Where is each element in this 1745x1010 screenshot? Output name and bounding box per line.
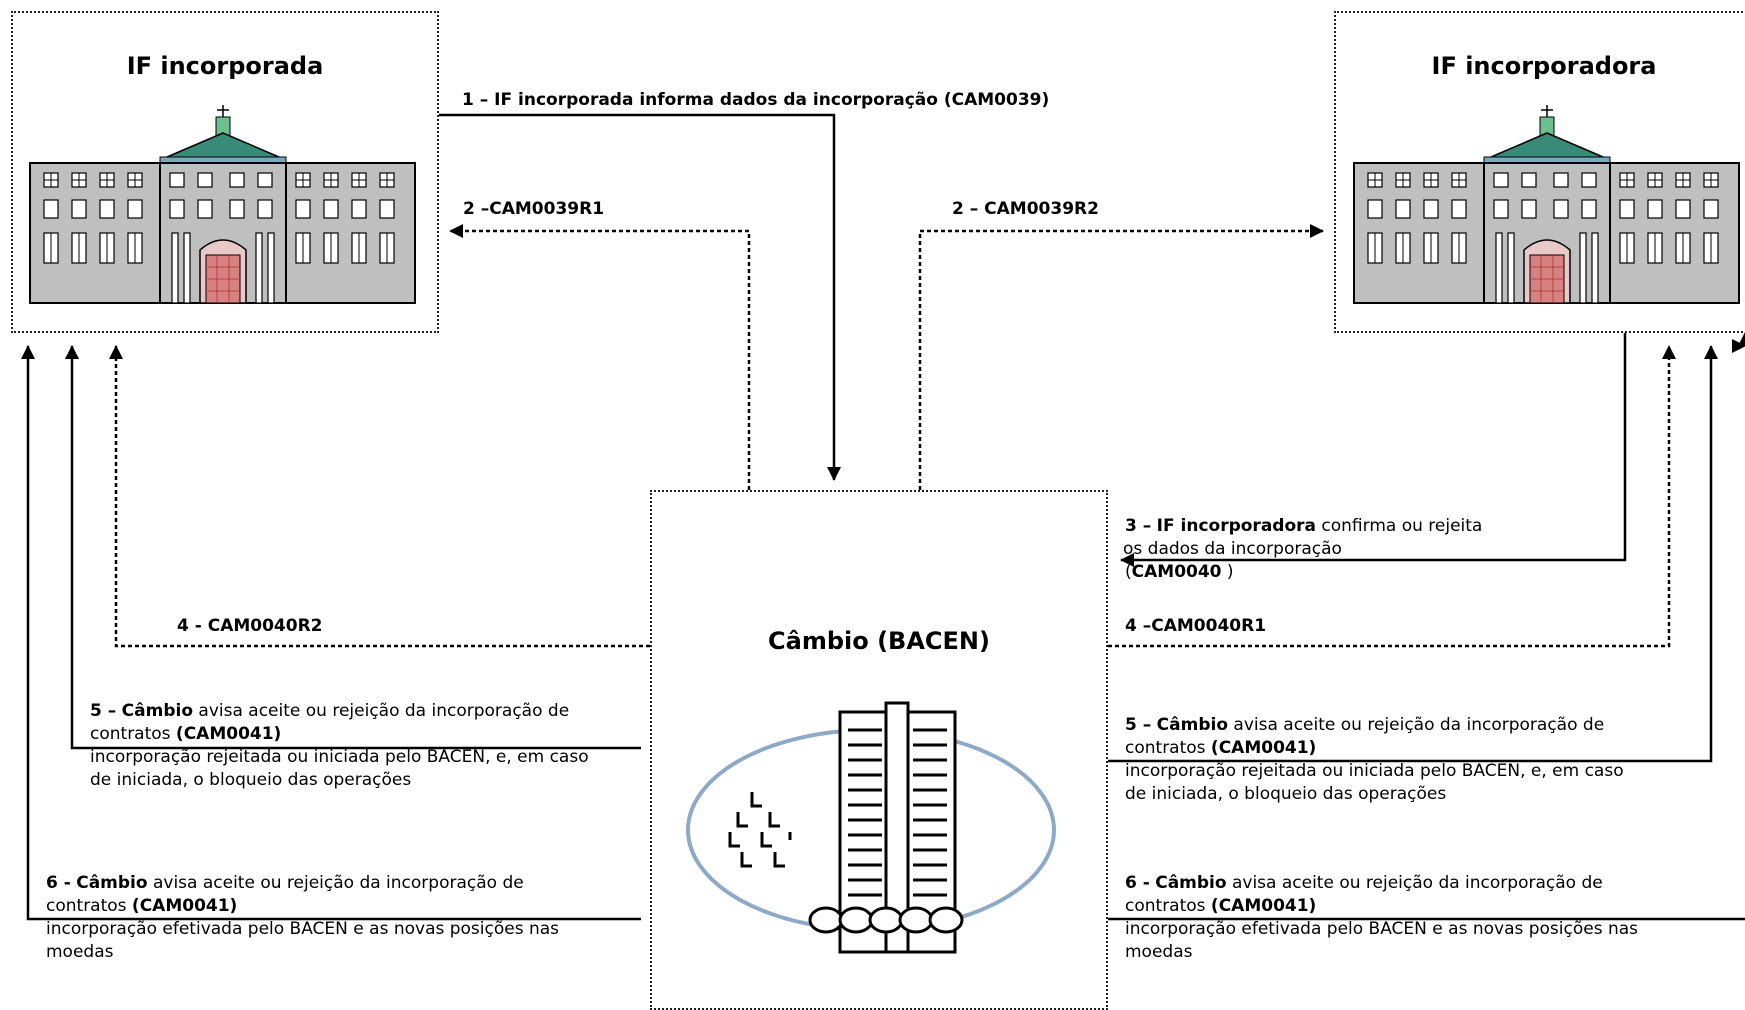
label-message-1: 1 – IF incorporada informa dados da inco… (462, 90, 1050, 110)
node-if-incorporadora (1334, 11, 1745, 333)
message-3-line2: os dados da incorporação (1123, 539, 1342, 559)
message-5-right-actor: Câmbio (1156, 715, 1228, 735)
message-5-right-line4: de iniciada, o bloqueio das operações (1125, 784, 1447, 804)
message-6-right-line2: contratos (1125, 896, 1211, 916)
node-if-incorporada (11, 11, 439, 333)
label-message-6-right: 6 - Câmbio avisa aceite ou rejeição da i… (1125, 872, 1638, 964)
message-5-right-line2: contratos (1125, 738, 1211, 758)
message-3-code-close: ) (1221, 562, 1234, 582)
message-6-right-actor: Câmbio (1155, 873, 1227, 893)
bank-building-icon (1353, 104, 1740, 304)
message-3-code-open: ( (1125, 562, 1132, 582)
message-5-left-code: (CAM0041) (175, 724, 282, 744)
message-6-left-line4: moedas (46, 942, 114, 962)
message-5-left-line1: avisa aceite ou rejeição da incorporação… (193, 701, 570, 721)
label-message-2-r1: 2 –CAM0039R1 (463, 199, 605, 219)
message-5-left-line4: de iniciada, o bloqueio das operações (90, 770, 412, 790)
title-cambio-bacen: Câmbio (BACEN) (768, 627, 990, 655)
message-5-right-num: 5 – (1125, 715, 1152, 735)
label-message-4-r2: 4 - CAM0040R2 (177, 616, 323, 636)
bank-building-icon (29, 105, 416, 304)
message-6-right-code: (CAM0041) (1210, 896, 1317, 916)
title-if-incorporada: IF incorporada (126, 52, 324, 80)
message-6-right-line1: avisa aceite ou rejeição da incorporação… (1226, 873, 1603, 893)
message-6-right-num: 6 - (1125, 873, 1150, 893)
message-5-right-code: (CAM0041) (1210, 738, 1317, 758)
message-6-left-code: (CAM0041) (131, 896, 238, 916)
message-5-right-line3: incorporação rejeitada ou iniciada pelo … (1125, 761, 1624, 781)
title-if-incorporadora: IF incorporadora (1431, 52, 1657, 80)
message-6-right-line3: incorporação efetivada pelo BACEN e as n… (1125, 919, 1639, 939)
label-message-2-r2: 2 – CAM0039R2 (952, 199, 1099, 219)
label-message-6-left: 6 - Câmbio avisa aceite ou rejeição da i… (46, 872, 559, 964)
message-6-left-line1: avisa aceite ou rejeição da incorporação… (147, 873, 524, 893)
label-message-5-left: 5 – Câmbio avisa aceite ou rejeição da i… (90, 700, 589, 792)
message-5-left-num: 5 – (90, 701, 117, 721)
message-6-left-num: 6 - (46, 873, 71, 893)
message-6-left-line3: incorporação efetivada pelo BACEN e as n… (46, 919, 560, 939)
message-5-right-line1: avisa aceite ou rejeição da incorporação… (1228, 715, 1605, 735)
message-5-left-actor: Câmbio (121, 701, 193, 721)
message-3-code: CAM0040 (1131, 562, 1222, 582)
message-6-right-line4: moedas (1125, 942, 1193, 962)
label-message-5-right: 5 – Câmbio avisa aceite ou rejeição da i… (1125, 714, 1624, 806)
label-message-4-r1: 4 –CAM0040R1 (1125, 616, 1267, 636)
message-3-num: 3 – (1125, 516, 1152, 536)
message-6-left-actor: Câmbio (76, 873, 148, 893)
message-5-left-line3: incorporação rejeitada ou iniciada pelo … (90, 747, 589, 767)
label-message-3: 3 – IF incorporadora confirma ou rejeita… (1123, 515, 1483, 584)
bacen-logo-icon (686, 701, 1056, 954)
message-3-line1: confirma ou rejeita (1316, 516, 1483, 536)
message-3-actor: IF incorporadora (1156, 516, 1316, 536)
message-5-left-line2: contratos (90, 724, 176, 744)
message-6-left-line2: contratos (46, 896, 132, 916)
